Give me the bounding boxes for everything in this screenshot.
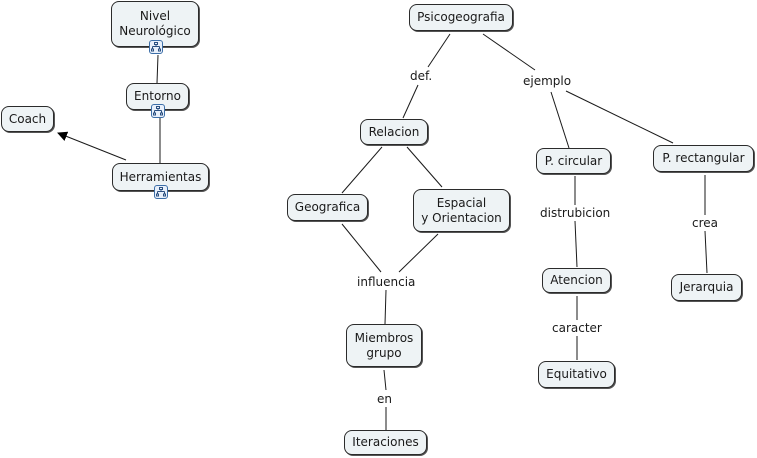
line-crea-jerarquia bbox=[704, 230, 708, 274]
line-miembros-en bbox=[383, 369, 387, 391]
submap-hierarchy-icon[interactable] bbox=[154, 185, 168, 199]
concept-p-circular[interactable]: P. circular bbox=[536, 148, 611, 174]
concept-equitativo[interactable]: Equitativo bbox=[538, 361, 615, 388]
concept-atencion[interactable]: Atencion bbox=[542, 268, 611, 293]
line-relacion-geografica bbox=[341, 146, 383, 194]
arrow-herramientas-coach bbox=[57, 131, 127, 161]
line-psico-ejemplo bbox=[482, 33, 536, 71]
submap-hierarchy-icon[interactable] bbox=[151, 104, 165, 118]
link-label-crea[interactable]: crea bbox=[690, 216, 721, 230]
concept-jerarquia[interactable]: Jerarquia bbox=[671, 274, 742, 301]
link-label-ejemplo[interactable]: ejemplo bbox=[521, 74, 574, 88]
concept-relacion[interactable]: Relacion bbox=[360, 119, 428, 145]
line-relacion-espacial bbox=[406, 146, 443, 188]
link-label-distrubicion[interactable]: distrubicion bbox=[538, 206, 613, 220]
concept-coach[interactable]: Coach bbox=[1, 106, 54, 132]
concept-geografica[interactable]: Geografica bbox=[287, 194, 368, 221]
link-label-influencia[interactable]: influencia bbox=[355, 275, 418, 289]
concept-p-rectangular[interactable]: P. rectangular bbox=[653, 145, 754, 172]
line-influencia-miembros bbox=[384, 289, 387, 325]
line-ejemplo-circular bbox=[550, 91, 570, 149]
submap-hierarchy-icon[interactable] bbox=[149, 40, 163, 54]
line-psico-def bbox=[427, 33, 451, 68]
line-nivel-entorno bbox=[156, 54, 159, 84]
line-espacial-influencia bbox=[398, 233, 439, 273]
link-label-en[interactable]: en bbox=[375, 392, 394, 406]
concept-psicogeografia[interactable]: Psicogeografia bbox=[409, 4, 513, 31]
line-ejemplo-rectangular bbox=[565, 90, 674, 144]
line-geografica-influencia bbox=[341, 223, 382, 273]
concept-nivel-neurologico[interactable]: Nivel Neurológico bbox=[111, 1, 199, 47]
concept-iteraciones[interactable]: Iteraciones bbox=[344, 430, 427, 455]
link-label-caracter[interactable]: caracter bbox=[550, 321, 604, 335]
link-label-def[interactable]: def. bbox=[408, 69, 435, 83]
line-distrubicion-atencion bbox=[574, 220, 578, 268]
concept-espacial-orientacion[interactable]: Espacial y Orientacion bbox=[413, 189, 510, 232]
line-def-relacion bbox=[402, 84, 419, 119]
concept-miembros-grupo[interactable]: Miembros grupo bbox=[346, 324, 422, 367]
